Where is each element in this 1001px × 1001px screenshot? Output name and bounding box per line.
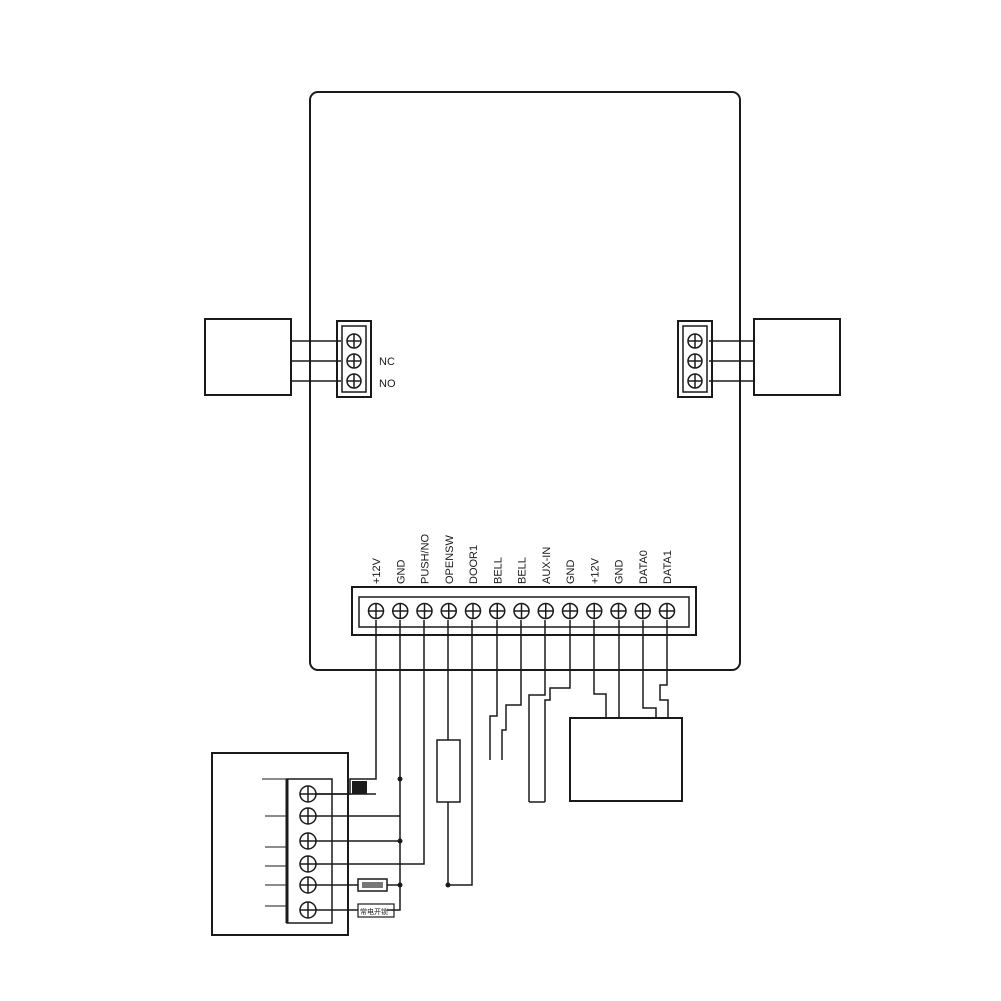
junction-dot-icon — [397, 776, 403, 782]
screw-icon — [346, 333, 362, 349]
right-reader-box — [753, 318, 841, 396]
left-reader-box — [204, 318, 292, 396]
screw-icon — [299, 807, 317, 825]
terminal-label: DATA1 — [662, 550, 674, 584]
right-reader-wires — [709, 340, 754, 382]
power-supply-box — [211, 752, 349, 936]
screw-icon — [687, 333, 703, 349]
terminal-label: BELL — [517, 557, 529, 584]
screw-icon — [346, 353, 362, 369]
screw-icon — [586, 602, 603, 620]
screw-icon — [537, 602, 554, 620]
junction-dot-icon — [445, 882, 451, 888]
screw-icon — [687, 353, 703, 369]
power-input-leads — [262, 778, 287, 907]
left-reader-wires — [291, 340, 341, 382]
left-relay-terminal — [336, 320, 372, 398]
screw-icon — [299, 855, 317, 873]
screw-icon — [440, 602, 457, 620]
terminal-label: +12V — [371, 557, 383, 584]
screw-icon — [392, 602, 409, 620]
unlock-button-label: 常电开锁 — [360, 907, 388, 916]
unlock-button-box — [357, 903, 395, 918]
screw-icon — [489, 602, 506, 620]
screw-icon — [299, 785, 317, 803]
screw-icon — [658, 602, 676, 620]
screw-icon — [367, 602, 385, 620]
screw-icon — [346, 373, 362, 389]
terminal-label: GND — [565, 560, 577, 585]
junction-dot-icon — [397, 838, 403, 844]
terminal-label: DOOR1 — [468, 545, 480, 584]
screw-icon — [610, 602, 627, 620]
terminal-label: GND — [614, 560, 626, 585]
relay-no-label: NO — [379, 378, 396, 390]
terminal-label: PUSH/NO — [420, 533, 432, 584]
terminal-label: OPENSW — [444, 534, 456, 584]
terminal-label: BELL — [492, 557, 504, 584]
screw-icon — [561, 602, 579, 620]
screw-icon — [299, 901, 317, 919]
screw-icon — [687, 373, 703, 389]
screw-icon — [634, 602, 651, 620]
screw-icon — [416, 602, 433, 620]
screw-icon — [464, 602, 482, 620]
power-screws — [299, 785, 317, 919]
right-relay-terminal — [677, 320, 713, 398]
screw-icon — [299, 876, 317, 894]
terminal-label: AUX-IN — [541, 547, 553, 584]
junction-dots — [397, 776, 451, 888]
terminal-wires — [315, 620, 669, 886]
diode-icon — [352, 781, 367, 794]
lock-resistor — [357, 878, 388, 892]
terminal-screws — [367, 602, 676, 620]
exit-button — [436, 739, 461, 803]
wiegand-device-box — [569, 717, 683, 802]
lock-resistor-inner — [362, 882, 383, 888]
terminal-label: GND — [395, 560, 407, 585]
power-terminal-strip — [285, 778, 333, 924]
relay-nc-label: NC — [379, 356, 395, 368]
terminal-label: +12V — [589, 557, 601, 584]
terminal-label: DATA0 — [638, 550, 650, 584]
screw-icon — [299, 832, 317, 850]
junction-dot-icon — [397, 882, 403, 888]
terminal-labels: +12V GND PUSH/NO OPENSW DOOR1 BELL BELL AUX-IN G… — [371, 533, 674, 584]
screw-icon — [513, 602, 530, 620]
main-terminal-block — [351, 586, 697, 636]
